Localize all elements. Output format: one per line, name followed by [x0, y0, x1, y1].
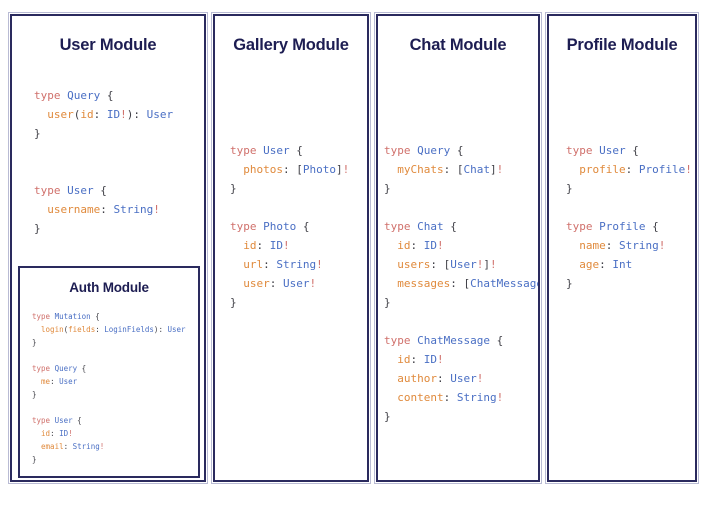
- schema-code-chat: type Query { myChats: [Chat]! } type Cha…: [384, 144, 540, 423]
- module-card-user[interactable]: User Module type Query { user(id: ID!): …: [8, 12, 208, 484]
- module-title-auth: Auth Module: [69, 280, 149, 295]
- module-title-user: User Module: [59, 36, 157, 54]
- module-card-profile[interactable]: Profile Module type User { profile: Prof…: [545, 12, 699, 484]
- module-title-profile: Profile Module: [566, 36, 678, 54]
- schema-code-profile: type User { profile: Profile! } type Pro…: [566, 144, 692, 290]
- module-card-chat[interactable]: Chat Module type Query { myChats: [Chat]…: [374, 12, 542, 484]
- module-title-chat: Chat Module: [409, 36, 507, 54]
- schema-code-auth: type Mutation { login(fields: LoginField…: [32, 312, 186, 464]
- module-card-gallery[interactable]: Gallery Module type User { photos: [Phot…: [211, 12, 371, 484]
- schema-code-user: type Query { user(id: ID!): User } type …: [34, 89, 174, 235]
- schema-code-gallery: type User { photos: [Photo]! } type Phot…: [230, 144, 350, 309]
- module-title-gallery: Gallery Module: [233, 36, 349, 54]
- module-card-auth[interactable]: Auth Module type Mutation { login(fields…: [18, 266, 200, 478]
